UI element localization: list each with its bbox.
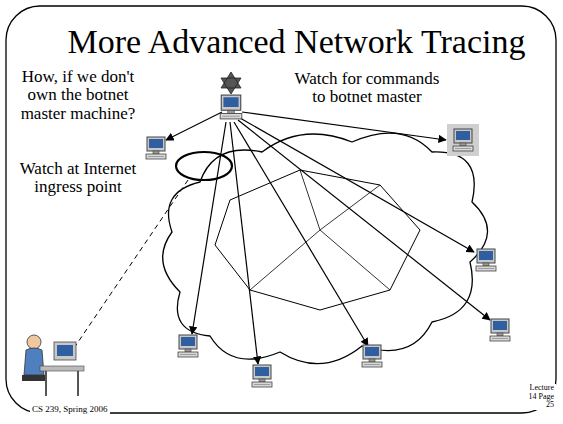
page-footer: Lecture 14 Page 25 [518,384,556,410]
bot-computer [453,129,473,151]
bot-computer [476,249,496,271]
person-at-terminal [22,335,84,396]
dashed-leader [74,180,188,348]
bot-computer [490,319,510,341]
master-computer [220,95,242,119]
bot-computer [146,137,166,159]
botnet-arrows [166,112,490,364]
bot-computer [362,345,382,367]
command-note: Watch for commands to botnet master [292,70,442,107]
highlight [447,124,479,156]
ingress-ellipse [176,152,232,180]
master-star [221,72,241,94]
internet-cloud [163,133,488,364]
slide-frame [6,6,556,413]
question-note: How, if we don't own the botnet master m… [16,68,140,123]
bot-computer [252,365,272,387]
course-footer: CS 239, Spring 2006 [30,405,110,415]
slide-title: More Advanced Network Tracing [0,24,560,61]
ingress-note: Watch at Internet ingress point [18,160,138,197]
cloud-inner [250,170,390,290]
bot-computer [178,335,198,357]
